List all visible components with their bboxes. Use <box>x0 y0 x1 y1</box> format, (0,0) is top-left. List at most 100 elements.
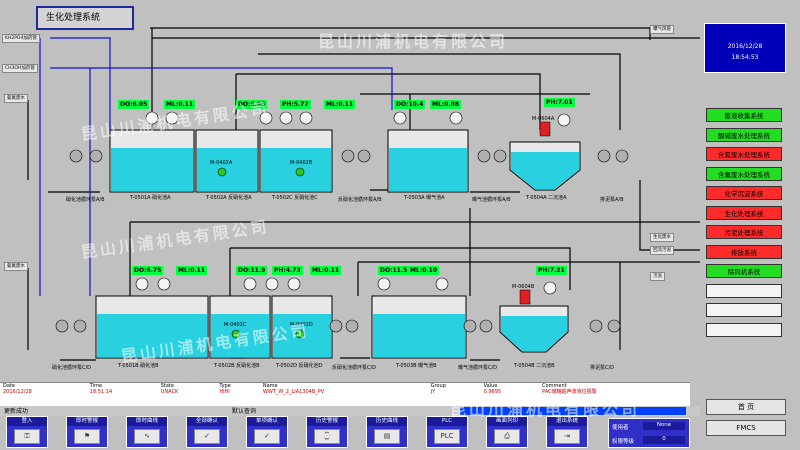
alarm-col-header: Value <box>483 383 498 389</box>
pipe-label: 氨氮废水 <box>4 262 28 271</box>
tank-label: T-0503B 曝气池B <box>396 363 437 369</box>
level-value: 0 <box>643 436 685 444</box>
pump-label: 硝化池循环泵A/B <box>66 197 105 203</box>
do-readout: DO:6.05 <box>236 100 268 109</box>
toolbar-button-label: 历史曲线 <box>367 417 407 426</box>
tank-label: T-0502A 反硝化池A <box>206 195 252 201</box>
alarm-col-header: State <box>160 383 174 389</box>
bell-icon: ⚑ <box>74 429 100 444</box>
tank-label: T-0504B 二沉池B <box>514 363 555 369</box>
motor-label: M-0402B <box>290 160 313 166</box>
ph-readout: PH:7.21 <box>536 266 567 275</box>
alarm-row[interactable]: 2016/12/28 18:51:14 UNACK HIHI WWT_W_2_L… <box>0 389 690 395</box>
toolbar-button[interactable]: 退出系统⇥ <box>546 416 588 448</box>
do-readout: DO:6.05 <box>118 100 150 109</box>
pipe-label: 污泥 <box>650 272 665 281</box>
alarm-cell: WWT_W_2_LIA1304B_PV <box>262 389 325 395</box>
motor-label: M-0402A <box>210 160 233 166</box>
tank-label: T-0502D 反硝化池D <box>276 363 323 369</box>
system-nav-button[interactable]: 除风机系统 <box>706 264 782 278</box>
motor-label: M-0604B <box>512 284 535 290</box>
pump-label: 排泥泵C/D <box>590 365 615 371</box>
user-label: 使用者 <box>612 425 629 431</box>
alarm-list[interactable]: Date Time State Type Name Group Value Co… <box>0 382 690 407</box>
toolbar-button[interactable]: 即时曲线 ∿ <box>126 416 168 448</box>
toolbar-button-label: 登入 <box>7 417 47 426</box>
pipe-label: 氨氮废水 <box>4 94 28 103</box>
pump-label: 排泥泵A/B <box>600 197 624 203</box>
alarm-col-header: Comment <box>542 383 567 389</box>
watermark: 昆山川浦机电有限公司 <box>450 400 641 419</box>
alarm-cell: 2016/12/28 <box>3 389 32 395</box>
toolbar-button-label: 全部确认 <box>187 417 227 426</box>
fmcs-button[interactable]: FMCS <box>706 420 786 436</box>
ml-readout: ML:0.08 <box>430 100 461 109</box>
pipe-label: CH3OH加药管 <box>2 64 38 73</box>
ph-readout: PH:7.01 <box>544 98 575 107</box>
toolbar-button-label: 即时曲线 <box>127 417 167 426</box>
motor-label: M-0604A <box>532 116 555 122</box>
toolbar-button[interactable]: 即时警报⚑ <box>66 416 108 448</box>
system-nav-button[interactable]: 含氟废水处理系统 <box>706 166 782 181</box>
tank-label: T-0502C 反硝化池C <box>272 195 318 201</box>
pipe-label: KH2PO4加药管 <box>2 34 40 43</box>
toolbar-button-label: 历史警报 <box>307 417 347 426</box>
ml-readout: ML:0.11 <box>176 266 207 275</box>
pump-label: 反硝化池循环泵C/D <box>332 365 377 371</box>
system-nav-button[interactable]: 化学沉淀系统 <box>706 186 782 200</box>
level-label: 权限等级 <box>612 439 635 445</box>
tank-label: T-0503A 曝气池A <box>404 195 445 201</box>
do-readout: DO:6.75 <box>132 266 164 275</box>
history-icon: ⌚ <box>314 429 340 444</box>
ml-readout: ML:0.11 <box>310 266 341 275</box>
toolbar-button-label: 单项确认 <box>247 417 287 426</box>
system-nav-button[interactable] <box>706 322 782 337</box>
page-title: 生化处理系统 <box>36 6 134 30</box>
pump-label: 硝化池循环泵C/D <box>52 365 92 371</box>
toolbar-button-label: 画面列印 <box>487 417 527 426</box>
home-button[interactable]: 首 页 <box>706 399 786 415</box>
ml-readout: ML:0.11 <box>324 100 355 109</box>
toolbar-button[interactable]: 历史警报 ⌚ <box>306 416 348 448</box>
system-nav-button[interactable]: 生化处理系统 <box>706 205 782 220</box>
motor-label: M-0402C <box>224 322 247 328</box>
toolbar-button[interactable]: 登入 ⚿ <box>6 416 48 448</box>
toolbar-button[interactable]: 历史曲线▤ <box>366 416 408 448</box>
user-value: None <box>643 422 685 430</box>
system-nav-button[interactable]: 污泥处理系统 <box>706 225 782 239</box>
do-readout: DO:11.9 <box>236 266 268 275</box>
user-panel: 使用者 None 权限等级 0 <box>608 418 690 448</box>
pump-label: 曝气池循环泵C/D <box>458 365 498 371</box>
system-nav-button[interactable]: 含氰废水处理系统 <box>706 147 782 161</box>
system-nav-button[interactable] <box>706 283 782 298</box>
alarm-cell: JY <box>430 389 436 395</box>
key-icon: ⚿ <box>14 429 40 444</box>
alarm-cell: PAC储罐超声波液位报警 <box>542 389 597 395</box>
toolbar-button[interactable]: 单项确认 ✓ <box>246 416 288 448</box>
check-icon: ✓ <box>254 429 280 444</box>
system-nav-button[interactable]: 排放系统 <box>706 244 782 259</box>
alarm-header-row: Date Time State Type Name Group Value Co… <box>0 383 690 389</box>
system-nav-button[interactable]: 废液收集系统 <box>706 108 782 122</box>
alarm-col-header: Name <box>262 383 278 389</box>
system-nav-button[interactable]: 酸碱废水处理系统 <box>706 127 782 142</box>
system-nav-button[interactable] <box>706 303 782 317</box>
printer-icon: ⎙ <box>494 429 520 444</box>
alarm-col-header: Time <box>89 383 103 389</box>
do-readout: DO:10.4 <box>394 100 426 109</box>
alarm-cell: UNACK <box>160 389 179 395</box>
query-status: 默认查询 <box>232 408 257 415</box>
ml-readout: ML:0.10 <box>408 266 439 275</box>
toolbar-button[interactable]: 画面列印 ⎙ <box>486 416 528 448</box>
trend-icon: ∿ <box>134 429 160 444</box>
do-readout: DO:11.5 <box>378 266 410 275</box>
ph-readout: PH:5.77 <box>280 100 311 109</box>
pipe-label: 曝气风管 <box>650 25 674 34</box>
clock-date: 2016/12/28 <box>727 43 763 50</box>
toolbar-button[interactable]: 全部确认✓ <box>186 416 228 448</box>
alarm-col-header: Group <box>430 383 446 389</box>
clock-time: 18:54:53 <box>731 54 759 61</box>
alarm-cell: HIHI <box>219 389 230 395</box>
ml-readout: ML:0.11 <box>164 100 195 109</box>
